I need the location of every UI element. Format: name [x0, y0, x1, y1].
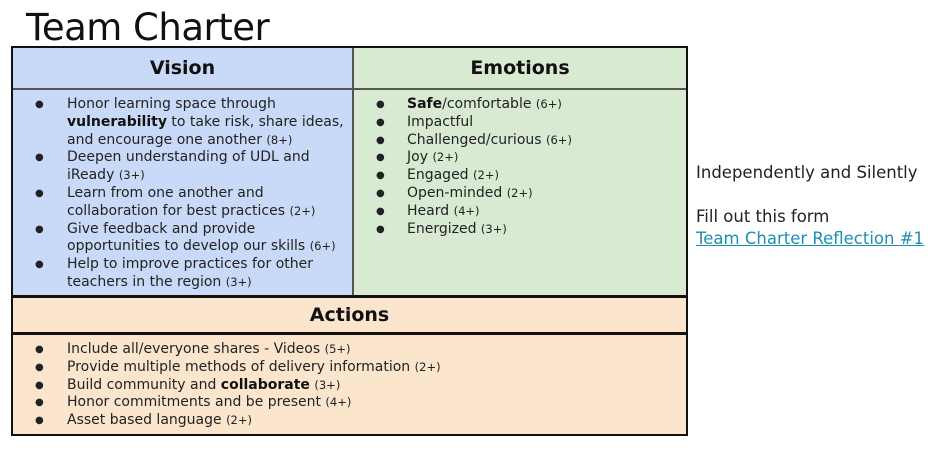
count-badge: (2+)	[506, 185, 533, 200]
list-item: Safe/comfortable (6+)	[376, 96, 678, 114]
list-item: Build community and collaborate (3+)	[35, 377, 678, 395]
prompt-text: Fill out this form	[696, 207, 830, 226]
count-badge: (3+)	[118, 168, 145, 183]
count-badge: (4+)	[325, 395, 352, 410]
list-item: Engaged (2+)	[376, 167, 678, 185]
count-badge: (4+)	[453, 203, 480, 218]
page-title: Team Charter	[26, 6, 270, 49]
count-badge: (8+)	[266, 132, 293, 147]
actions-cell: Include all/everyone shares - Videos (5+…	[13, 335, 686, 434]
count-badge: (6+)	[309, 239, 336, 254]
spacer	[696, 184, 928, 206]
list-item: Include all/everyone shares - Videos (5+…	[35, 341, 678, 359]
list-item: Help to improve practices for other teac…	[35, 256, 344, 292]
actions-list: Include all/everyone shares - Videos (5+…	[13, 335, 686, 430]
list-item: Honor learning space through vulnerabili…	[35, 96, 344, 149]
vision-list: Honor learning space through vulnerabili…	[13, 90, 352, 292]
side-instructions: Independently and Silently Fill out this…	[696, 162, 928, 250]
vision-cell: Honor learning space through vulnerabili…	[13, 90, 354, 295]
list-item: Give feedback and provide opportunities …	[35, 221, 344, 257]
list-item: Joy (2+)	[376, 149, 678, 167]
count-badge: (5+)	[324, 342, 351, 356]
count-badge: (2+)	[289, 203, 316, 218]
count-badge: (3+)	[480, 221, 507, 236]
list-item: Heard (4+)	[376, 203, 678, 221]
header-row: Vision Emotions	[13, 48, 686, 90]
list-item: Deepen understanding of UDL and iReady (…	[35, 149, 344, 185]
count-badge: (6+)	[546, 132, 572, 147]
list-item: Impactful	[376, 114, 678, 132]
count-badge: (3+)	[314, 377, 341, 392]
emotions-header: Emotions	[354, 48, 686, 88]
count-badge: (2+)	[414, 359, 441, 374]
list-item: Open-minded (2+)	[376, 185, 678, 203]
list-item: Challenged/curious (6+)	[376, 132, 678, 150]
reflection-form-link[interactable]: Team Charter Reflection #1	[696, 229, 925, 248]
emotions-list: Safe/comfortable (6+) Impactful Challeng…	[354, 90, 686, 238]
actions-header: Actions	[13, 295, 686, 335]
count-badge: (3+)	[225, 274, 252, 289]
emotions-cell: Safe/comfortable (6+) Impactful Challeng…	[354, 90, 686, 295]
body-row: Honor learning space through vulnerabili…	[13, 90, 686, 295]
list-item: Asset based language (2+)	[35, 412, 678, 430]
count-badge: (2+)	[226, 413, 252, 428]
count-badge: (2+)	[473, 168, 499, 183]
list-item: Honor commitments and be present (4+)	[35, 394, 678, 412]
list-item: Learn from one another and collaboration…	[35, 185, 344, 221]
count-badge: (6+)	[535, 97, 562, 111]
count-badge: (2+)	[432, 150, 459, 165]
team-charter-table: Vision Emotions Honor learning space thr…	[11, 46, 688, 436]
instruction-text: Independently and Silently	[696, 163, 918, 182]
list-item: Energized (3+)	[376, 221, 678, 239]
list-item: Provide multiple methods of delivery inf…	[35, 359, 678, 377]
vision-header: Vision	[13, 48, 354, 88]
